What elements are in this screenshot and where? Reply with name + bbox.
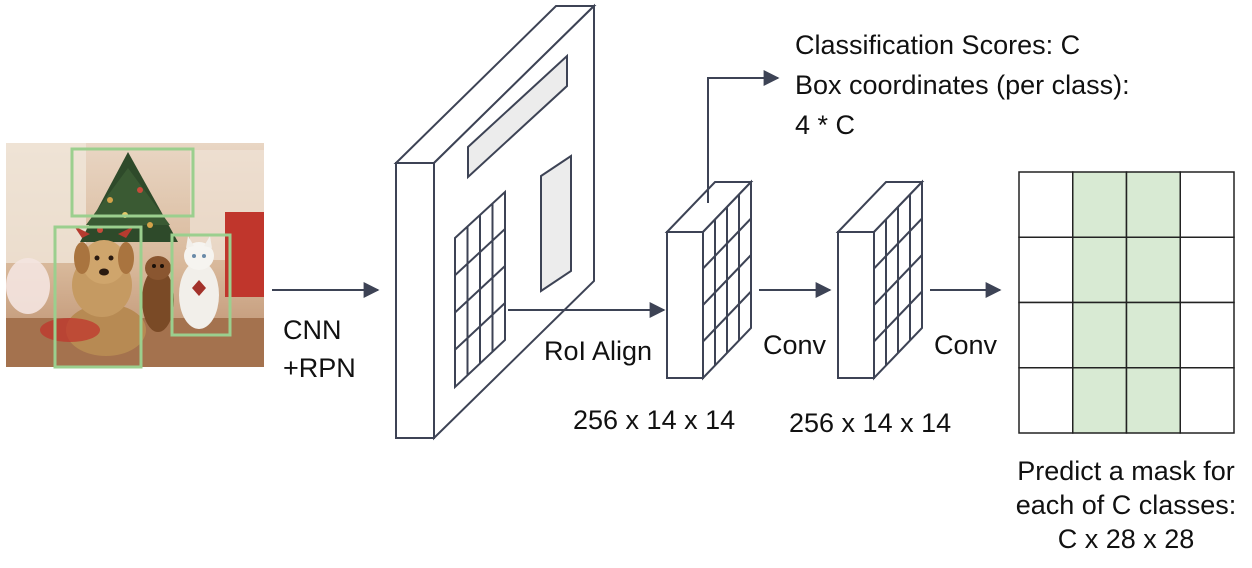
mask-cell xyxy=(1179,236,1235,304)
mask-description-line-3: C x 28 x 28 xyxy=(1057,523,1195,554)
rpn-label: +RPN xyxy=(283,353,356,383)
spaniel-dog xyxy=(142,256,174,332)
detection-box-cat xyxy=(170,233,232,337)
roi-block-dims: 256 x 14 x 14 xyxy=(573,405,736,435)
mask-cell xyxy=(1125,236,1181,304)
classification-scores-label: Classification Scores: C xyxy=(795,30,1081,60)
mask-cell xyxy=(1125,301,1181,369)
feature-map xyxy=(393,3,597,441)
mask-cell xyxy=(1179,171,1235,238)
cnn-label: CNN xyxy=(283,315,342,345)
roi-align-label: RoI Align xyxy=(544,336,653,366)
mask-grid xyxy=(1018,171,1235,434)
mask-cell xyxy=(1018,367,1074,434)
mask-description-line-2: each of C classes: xyxy=(1015,489,1237,520)
mask-cell xyxy=(1018,171,1074,238)
feature-map-region-right xyxy=(540,154,572,293)
golden-retriever xyxy=(66,226,146,356)
mask-cell xyxy=(1018,301,1074,369)
mask-cell xyxy=(1072,301,1128,369)
input-photo xyxy=(6,143,264,367)
mask-cell xyxy=(1018,236,1074,304)
mask-description: Predict a mask for each of C classes: C … xyxy=(1000,455,1252,556)
mask-cell xyxy=(1072,171,1128,238)
feature-map-region-top xyxy=(467,53,568,180)
conv-block-dims: 256 x 14 x 14 xyxy=(789,408,952,438)
conv-label-2: Conv xyxy=(934,330,998,360)
mask-cell xyxy=(1179,367,1235,434)
conv-feature-block xyxy=(835,179,925,381)
mask-cell xyxy=(1179,301,1235,369)
mask-cell xyxy=(1125,367,1181,434)
feature-map-roi-grid xyxy=(454,189,506,390)
detection-boxes xyxy=(53,147,232,369)
mask-description-line-1: Predict a mask for xyxy=(1017,456,1235,486)
detection-box-dog xyxy=(53,225,143,369)
detection-box-tree xyxy=(70,147,195,218)
roi-feature-block xyxy=(664,179,754,381)
white-cat xyxy=(179,236,219,329)
mask-cell xyxy=(1072,367,1128,434)
conv-label-1: Conv xyxy=(763,330,827,360)
mask-cell xyxy=(1125,171,1181,238)
mask-cell xyxy=(1072,236,1128,304)
arrow-classification xyxy=(707,70,780,203)
box-coordinates-count: 4 * C xyxy=(795,110,856,140)
box-coordinates-label: Box coordinates (per class): xyxy=(795,70,1130,100)
